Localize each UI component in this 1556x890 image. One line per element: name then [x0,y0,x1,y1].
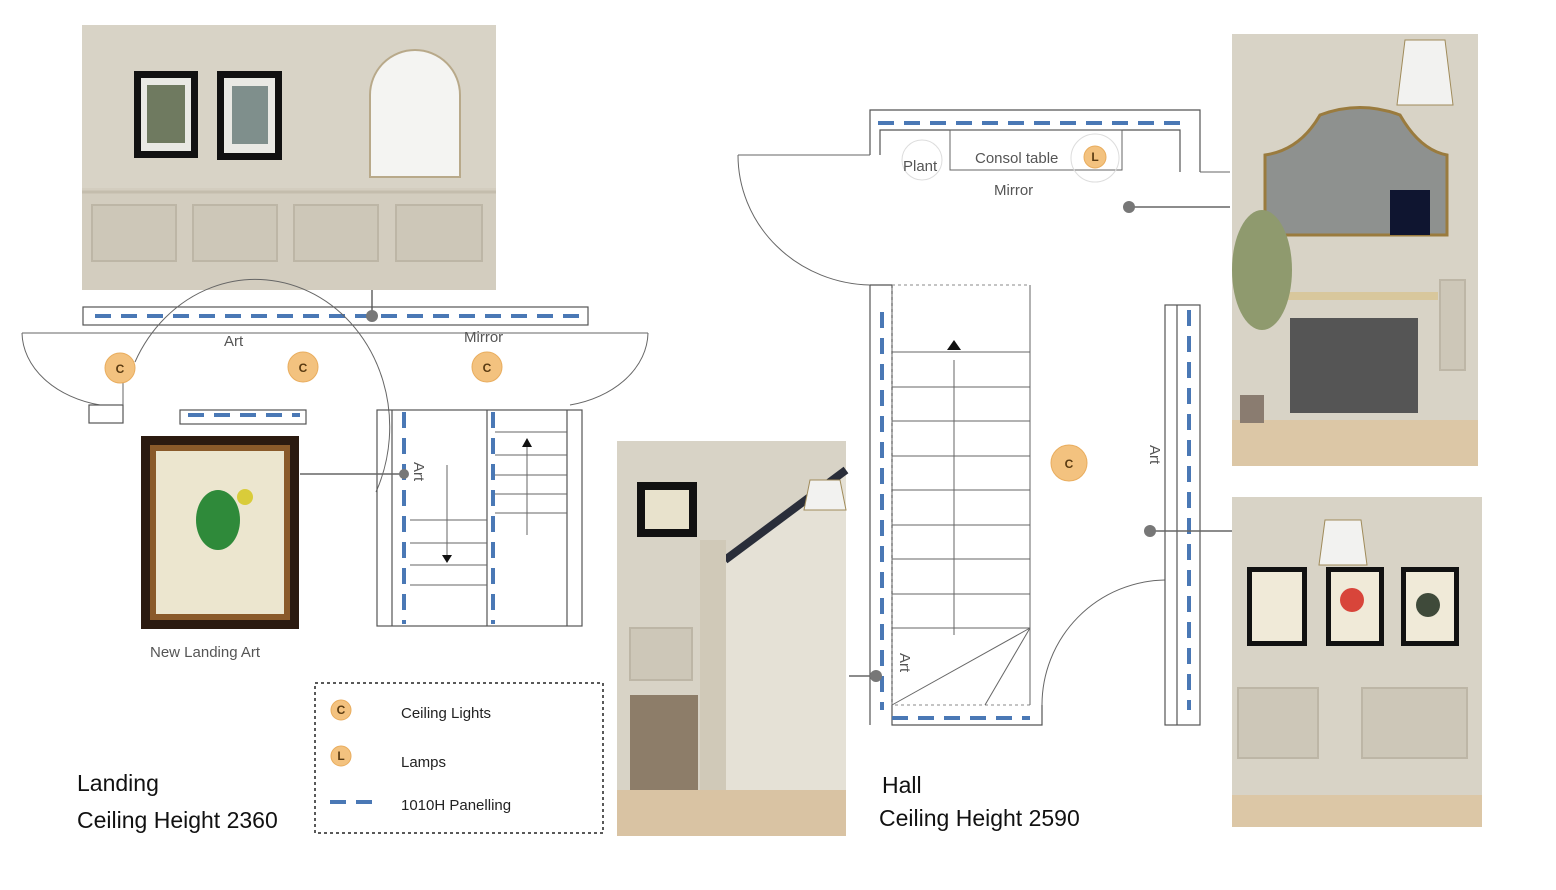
hall-mirror-label: Mirror [994,182,1033,199]
svg-text:C: C [1065,457,1074,471]
svg-text:C: C [116,362,125,376]
hall-plan [737,109,1232,726]
ceiling-light: C [1050,444,1088,482]
arched-mirror [369,49,461,178]
landing-ceiling-height: Ceiling Height 2360 [77,807,278,833]
svg-text:C: C [337,703,346,717]
ceiling-light: C [287,351,319,383]
hall-bird-art-image [1232,497,1482,827]
hall-art-right-label: Art [1146,445,1163,465]
ceiling-light: C [471,351,503,383]
ceiling-light: C [104,352,136,384]
hall-console-image [1232,34,1478,466]
svg-text:C: C [483,361,492,375]
landing-art-label: Art [224,333,244,350]
legend-panelling: 1010H Panelling [401,797,511,814]
staircase-image [617,441,849,836]
landing-elevation-image [82,25,496,290]
legend-ceiling-lights: Ceiling Lights [401,705,491,722]
lamp: L [1083,145,1107,169]
legend: C Ceiling Lights L Lamps 1010H Panelling [314,682,604,834]
new-landing-art-image [141,436,299,629]
landing-plan [21,278,649,627]
landing-title: Landing [77,770,159,796]
svg-text:L: L [1091,150,1098,164]
hall-plant-label: Plant [903,158,938,175]
legend-lamps: Lamps [401,754,446,771]
new-landing-art-label: New Landing Art [150,644,261,661]
hall-title: Hall [882,772,922,798]
svg-text:C: C [299,361,308,375]
landing-stair-art-label: Art [410,462,427,482]
landing-mirror-label: Mirror [464,329,503,346]
hall-console-table-label: Consol table [975,150,1058,167]
hall-ceiling-height: Ceiling Height 2590 [879,805,1080,831]
svg-text:L: L [337,749,344,763]
hall-art-left-label: Art [896,653,913,673]
